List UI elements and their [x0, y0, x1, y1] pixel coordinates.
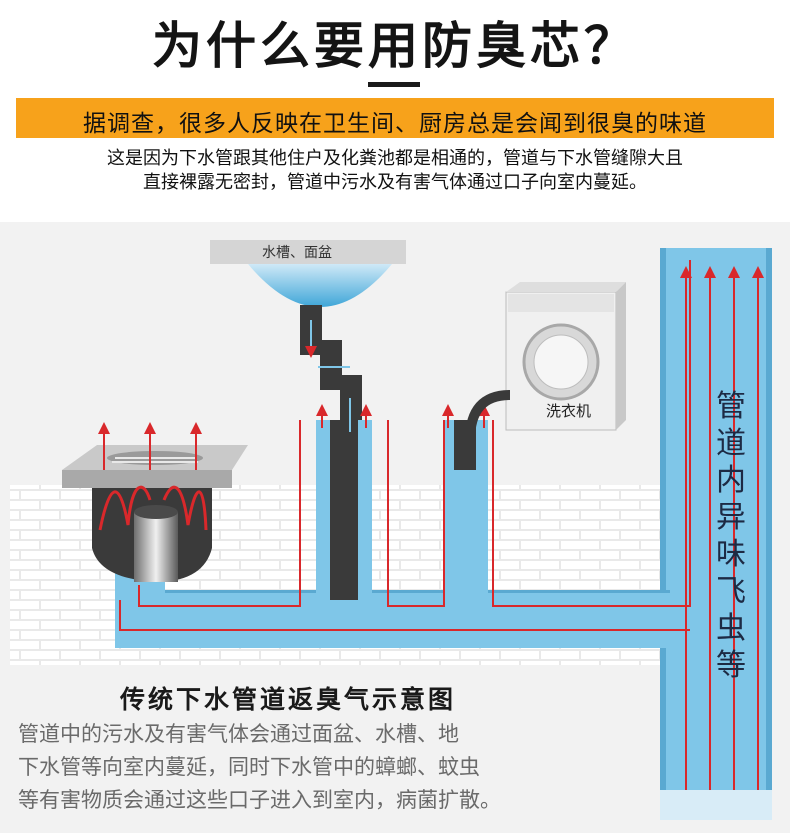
page-title: 为什么要用防臭芯？ [152, 17, 638, 75]
vertical-stack-pipe [660, 248, 772, 818]
caption-line-2: 下水管等向室内蔓延，同时下水管中的蟑螂、蚊虫 [18, 755, 480, 779]
main-pipe [115, 590, 670, 648]
floor-drain-icon [62, 445, 248, 582]
sink-counter [210, 240, 406, 264]
caption-line-1: 管道中的污水及有害气体会通过面盆、水槽、地 [18, 722, 459, 746]
washer-label: 洗衣机 [546, 402, 592, 420]
sink-basin [248, 264, 392, 307]
survey-banner: 据调查，很多人反映在卫生间、厨房总是会闻到很臭的味道 [16, 98, 774, 138]
caption-line-3: 等有害物质会通过这些口子进入到室内，病菌扩散。 [18, 788, 501, 812]
caption-body: 管道中的污水及有害气体会通过面盆、水槽、地 下水管等向室内蔓延，同时下水管中的蟑… [18, 718, 658, 817]
stack-vertical-label: 管道内异味飞虫等 [716, 389, 746, 683]
washing-machine-icon [505, 282, 626, 431]
description-line-1: 这是因为下水管跟其他住户及化粪池都是相通的，管道与下水管缝隙大且 [107, 148, 683, 169]
drain-diagram [10, 240, 772, 820]
description-line-2: 直接裸露无密封，管道中污水及有害气体通过口子向室内蔓延。 [143, 172, 647, 193]
sink-label: 水槽、面盆 [262, 245, 332, 261]
header: 为什么要用防臭芯？ 据调查，很多人反映在卫生间、厨房总是会闻到很臭的味道 这是因… [0, 0, 790, 222]
banner-text: 据调查，很多人反映在卫生间、厨房总是会闻到很臭的味道 [83, 111, 707, 137]
description: 这是因为下水管跟其他住户及化粪池都是相通的，管道与下水管缝隙大且 直接裸露无密封… [30, 147, 760, 195]
title-underline [368, 82, 420, 87]
caption-title: 传统下水管道返臭气示意图 [120, 685, 457, 714]
